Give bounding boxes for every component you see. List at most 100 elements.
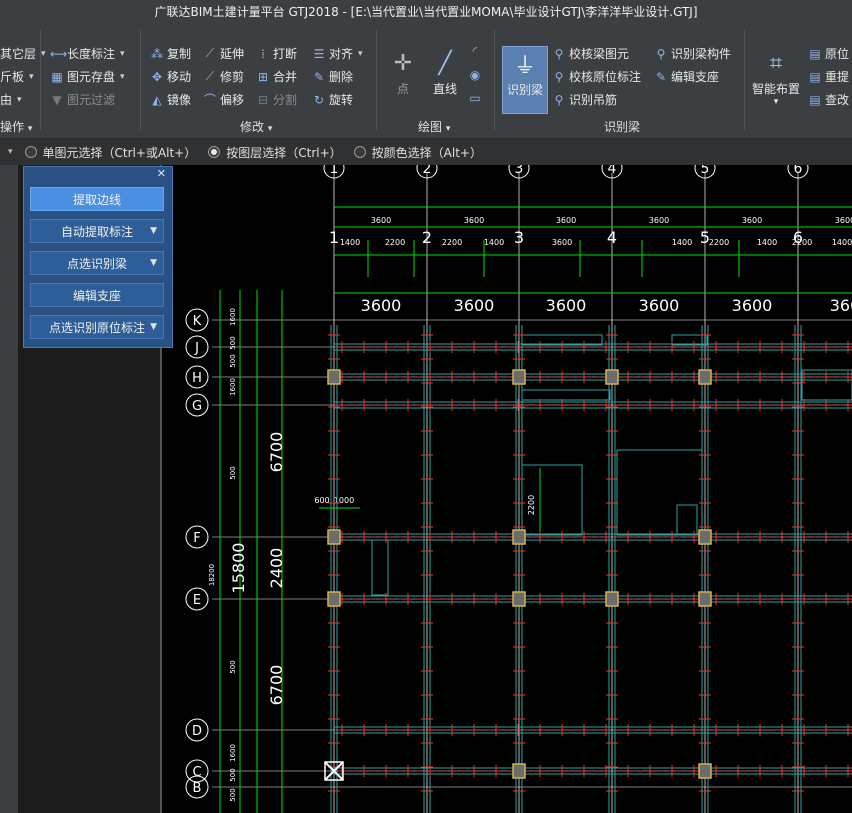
identify-beam-button[interactable]: ⏚识别梁 — [502, 46, 548, 114]
inplace-button[interactable]: ▤原位 — [809, 46, 850, 62]
dim-text: 3600 — [649, 216, 669, 225]
dim-text-small: 1600 — [229, 308, 237, 326]
line-icon: ╱ — [438, 50, 452, 76]
trim-button[interactable]: ⟋修剪 — [203, 68, 244, 85]
ribbon-label: 其它层 — [0, 47, 37, 61]
close-icon[interactable]: ✕ — [156, 167, 166, 180]
smart-layout-button[interactable]: ⌗智能布置▾ — [752, 46, 800, 108]
axis-bubble — [508, 165, 530, 179]
window-title: 广联达BIM土建计量平台 GTJ2018 - [E:\当代置业\当代置业MOMA… — [0, 0, 852, 24]
column — [698, 529, 712, 545]
mirror-button[interactable]: ◭镜像 — [150, 91, 191, 108]
radio-single-select[interactable]: 单图元选择（Ctrl+或Alt+） — [24, 144, 196, 161]
dim-text: 3600 — [464, 216, 484, 225]
axis-bubble — [601, 165, 623, 179]
re-extract-button[interactable]: ▤重提 — [809, 69, 850, 85]
split-button[interactable]: ⊟分割 — [257, 92, 298, 108]
edit-support-panel-button[interactable]: 编辑支座 — [30, 283, 164, 307]
filter-button[interactable]: ▼图元过滤 — [50, 91, 115, 108]
group-label-beam: 识别梁 — [604, 120, 641, 134]
dimension-button[interactable]: ⟷长度标注▾ — [50, 46, 125, 62]
pane-divider[interactable] — [160, 165, 162, 813]
check-beam-button[interactable]: ⚲校核梁图元 — [552, 45, 629, 62]
axis-label: C — [192, 765, 201, 780]
check-modify-button[interactable]: ▤查改 — [809, 92, 850, 108]
axis-bubble — [323, 165, 345, 179]
chevron-down-icon: ▾ — [120, 71, 125, 82]
axis-label: 5 — [701, 165, 710, 177]
selection-bar: ▾ 单图元选择（Ctrl+或Alt+） 按图层选择（Ctrl+） 按颜色选择（A… — [0, 139, 852, 165]
ribbon: 其它层▾ 斤板▾ 由▾ 操作 ▾ ⟷长度标注▾ ▦图元存盘▾ ▼图元过滤 ⁂复制… — [0, 24, 852, 139]
axis-label: H — [192, 371, 202, 386]
column — [698, 369, 712, 385]
drawing-layer: 1122334455663600360036003600360036003600… — [185, 165, 852, 813]
rotate-icon: ↻ — [313, 92, 325, 107]
ribbon-item-axis[interactable]: 由▾ — [0, 91, 22, 108]
radio-dot — [208, 146, 221, 158]
break-button[interactable]: ⁞打断 — [256, 45, 297, 62]
draw-line-button[interactable]: ╱直线 — [428, 46, 462, 97]
dim-text-large: 2400 — [267, 548, 286, 589]
ribbon-separator — [744, 30, 745, 130]
dim-text-large: 3600 — [639, 296, 680, 315]
pick-identify-annotation-button[interactable]: 点选识别原位标注▼ — [30, 315, 164, 339]
dim-text-small: 1400 — [757, 238, 777, 247]
axis-label: K — [193, 314, 202, 329]
copy-button[interactable]: ⁂复制 — [151, 46, 192, 62]
dim-text: 3600 — [556, 216, 576, 225]
dim-text-small: 2200 — [792, 238, 812, 247]
column — [327, 529, 341, 545]
axis-label: B — [193, 781, 202, 796]
beam-component-button[interactable]: ⚲识别梁构件 — [654, 45, 731, 62]
dim-text-small: 500 — [229, 466, 237, 479]
circle-button[interactable]: ◉ — [468, 68, 482, 82]
save-element-button[interactable]: ▦图元存盘▾ — [51, 69, 125, 85]
ribbon-item-slab[interactable]: 斤板▾ — [0, 68, 34, 85]
radio-layer-select[interactable]: 按图层选择（Ctrl+） — [208, 144, 342, 161]
radio-color-select[interactable]: 按颜色选择（Alt+） — [353, 144, 482, 161]
axis-label: 4 — [607, 228, 617, 247]
arc-button[interactable]: ◜ — [468, 44, 482, 58]
merge-button[interactable]: ⊞合并 — [257, 69, 298, 85]
pick-identify-beam-button[interactable]: 点选识别梁▼ — [30, 251, 164, 275]
smart-layout-icon: ⌗ — [769, 50, 783, 76]
dim-text-small: 1400 — [340, 238, 360, 247]
column — [327, 369, 341, 385]
ribbon-item-other-layer[interactable]: 其它层▾ — [0, 45, 46, 62]
align-icon: ☰ — [313, 46, 325, 61]
axis-label: 1 — [330, 165, 339, 177]
cad-drawing-canvas[interactable]: 1122334455663600360036003600360036003600… — [162, 165, 852, 813]
arc-icon: ◜ — [472, 44, 478, 58]
draw-point-button[interactable]: ✛点 — [386, 46, 420, 97]
dim-text-small: 500 — [229, 660, 237, 673]
dim-text-large: 3600 — [454, 296, 495, 315]
room-outline — [521, 464, 583, 536]
extend-button[interactable]: ⟋延伸 — [203, 45, 244, 62]
axis-label: 6 — [794, 165, 803, 177]
save-element-icon: ▦ — [51, 69, 63, 84]
move-button[interactable]: ✥移动 — [151, 69, 192, 85]
axis-bubble — [185, 308, 209, 332]
auto-extract-annotation-button[interactable]: 自动提取标注▼ — [30, 219, 164, 243]
rectangle-button[interactable]: ▭ — [468, 91, 482, 105]
align-button[interactable]: ☰对齐▾ — [313, 46, 363, 62]
dim-text-small: 2200 — [709, 238, 729, 247]
hanger-button[interactable]: ⚲识别吊筋 — [552, 91, 617, 108]
axis-bubble — [185, 393, 209, 417]
axis-label: 2 — [423, 165, 432, 177]
dim-text-small: 500 — [229, 336, 237, 349]
dim-text-small: 500 — [229, 354, 237, 367]
offset-button[interactable]: ⌒偏移 — [203, 93, 245, 107]
column — [512, 529, 526, 545]
check-beam-icon: ⚲ — [554, 46, 564, 61]
chevron-down-icon: ▼ — [150, 226, 157, 236]
column — [327, 591, 341, 607]
edit-support-button[interactable]: ✎编辑支座 — [655, 69, 720, 85]
delete-button[interactable]: ✎删除 — [313, 69, 354, 85]
dim-text: 3600 — [371, 216, 391, 225]
room-outline — [521, 389, 611, 401]
extract-edge-button[interactable]: 提取边线 — [30, 187, 164, 211]
check-annotation-button[interactable]: ⚲校核原位标注 — [552, 68, 641, 85]
rotate-button[interactable]: ↻旋转 — [313, 92, 354, 108]
room-outline — [676, 504, 698, 536]
